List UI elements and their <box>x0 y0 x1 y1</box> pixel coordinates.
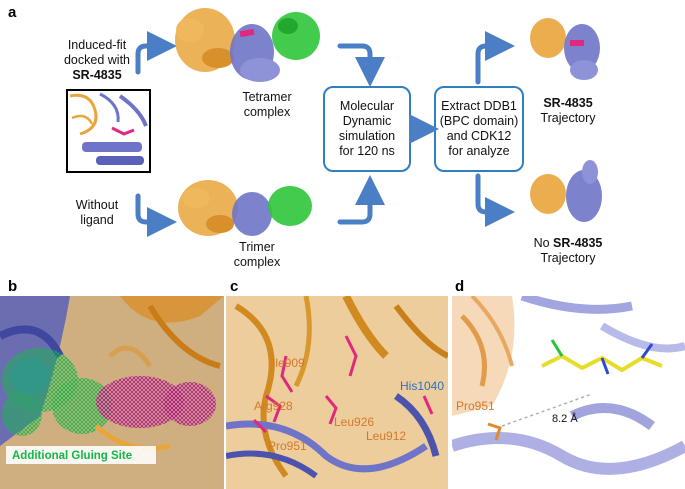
trimer-line2: complex <box>233 255 281 269</box>
site-label-bg <box>6 446 156 464</box>
tetramer-caption: Tetramer complex <box>222 90 312 120</box>
trajectory-bottom-caption: No SR-4835 Trajectory <box>508 236 628 266</box>
arrow-to-tetramer <box>135 31 177 75</box>
trajectory-bottom-image <box>530 160 602 222</box>
residue-ile909: Ile909 <box>272 356 305 370</box>
trimer-caption: Trimer complex <box>212 240 302 270</box>
trajectory-top-ligand: SR-4835 <box>543 96 593 110</box>
md-line-4: for 120 ns <box>339 144 395 158</box>
panel-a-label: a <box>8 4 17 21</box>
residue-arg928: Arg928 <box>254 399 293 413</box>
additional-gluing-site-label: Additional Gluing Site <box>12 450 132 462</box>
arrow-to-trimer <box>135 193 177 237</box>
arrow-extract-to-top <box>475 31 515 85</box>
extract-line-1: Extract DDB1 <box>441 99 517 113</box>
trajectory-top-image <box>530 18 600 80</box>
trajectory-top-caption: SR-4835 Trajectory <box>518 96 618 126</box>
residue-pro951-d: Pro951 <box>456 399 495 413</box>
md-simulation-box: Molecular Dynamic simulation for 120 ns <box>323 86 411 172</box>
residue-pro951: Pro951 <box>268 439 307 453</box>
trajectory-bottom-prefix: No <box>533 236 554 250</box>
arrow-trimer-to-md <box>337 175 385 225</box>
distance-label: 8.2 Å <box>552 412 578 425</box>
induced-fit-caption: Induced-fit docked with SR-4835 <box>52 38 142 83</box>
panel-d-image: Pro951 8.2 Å <box>452 296 685 489</box>
panel-a-graphics <box>66 8 602 237</box>
trimer-complex-image <box>178 180 312 236</box>
extract-line-4: for analyze <box>448 144 510 158</box>
md-line-2: Dynamic <box>342 114 392 128</box>
extract-line-2: (BPC domain) <box>439 114 519 128</box>
trajectory-bottom-ligand: SR-4835 <box>553 236 603 250</box>
residue-leu912: Leu912 <box>366 429 406 443</box>
panel-b-label: b <box>8 278 18 295</box>
tetramer-line1: Tetramer <box>242 90 292 104</box>
induced-fit-line2: docked with <box>63 53 130 67</box>
residue-leu926: Leu926 <box>334 415 374 429</box>
md-line-3: simulation <box>338 129 396 143</box>
induced-fit-line1: Induced-fit <box>67 38 127 52</box>
trajectory-bottom-word: Trajectory <box>540 251 596 265</box>
flow-arrows <box>135 31 515 237</box>
extract-line-3: and CDK12 <box>446 129 512 143</box>
docking-inset-image <box>66 89 151 173</box>
trimer-line1: Trimer <box>239 240 275 254</box>
panel-d-label: d <box>455 278 465 295</box>
md-line-1: Molecular <box>339 99 395 113</box>
without-ligand-caption: Without ligand <box>62 198 132 228</box>
without-line1: Without <box>75 198 119 212</box>
induced-fit-ligand: SR-4835 <box>72 68 122 82</box>
panel-c-label: c <box>230 278 239 295</box>
arrow-tetramer-to-md <box>337 43 385 87</box>
arrow-extract-to-bottom <box>475 173 515 227</box>
panel-c-image: Leu912 Ile909 His1040 Arg928 Leu926 Pro9… <box>226 296 448 489</box>
residue-his1040: His1040 <box>400 379 444 393</box>
panel-b-image: Additional Gluing Site <box>0 296 224 489</box>
tetramer-complex-image <box>175 8 320 82</box>
without-line2: ligand <box>80 213 114 227</box>
trajectory-top-word: Trajectory <box>540 111 596 125</box>
tetramer-line2: complex <box>243 105 291 119</box>
